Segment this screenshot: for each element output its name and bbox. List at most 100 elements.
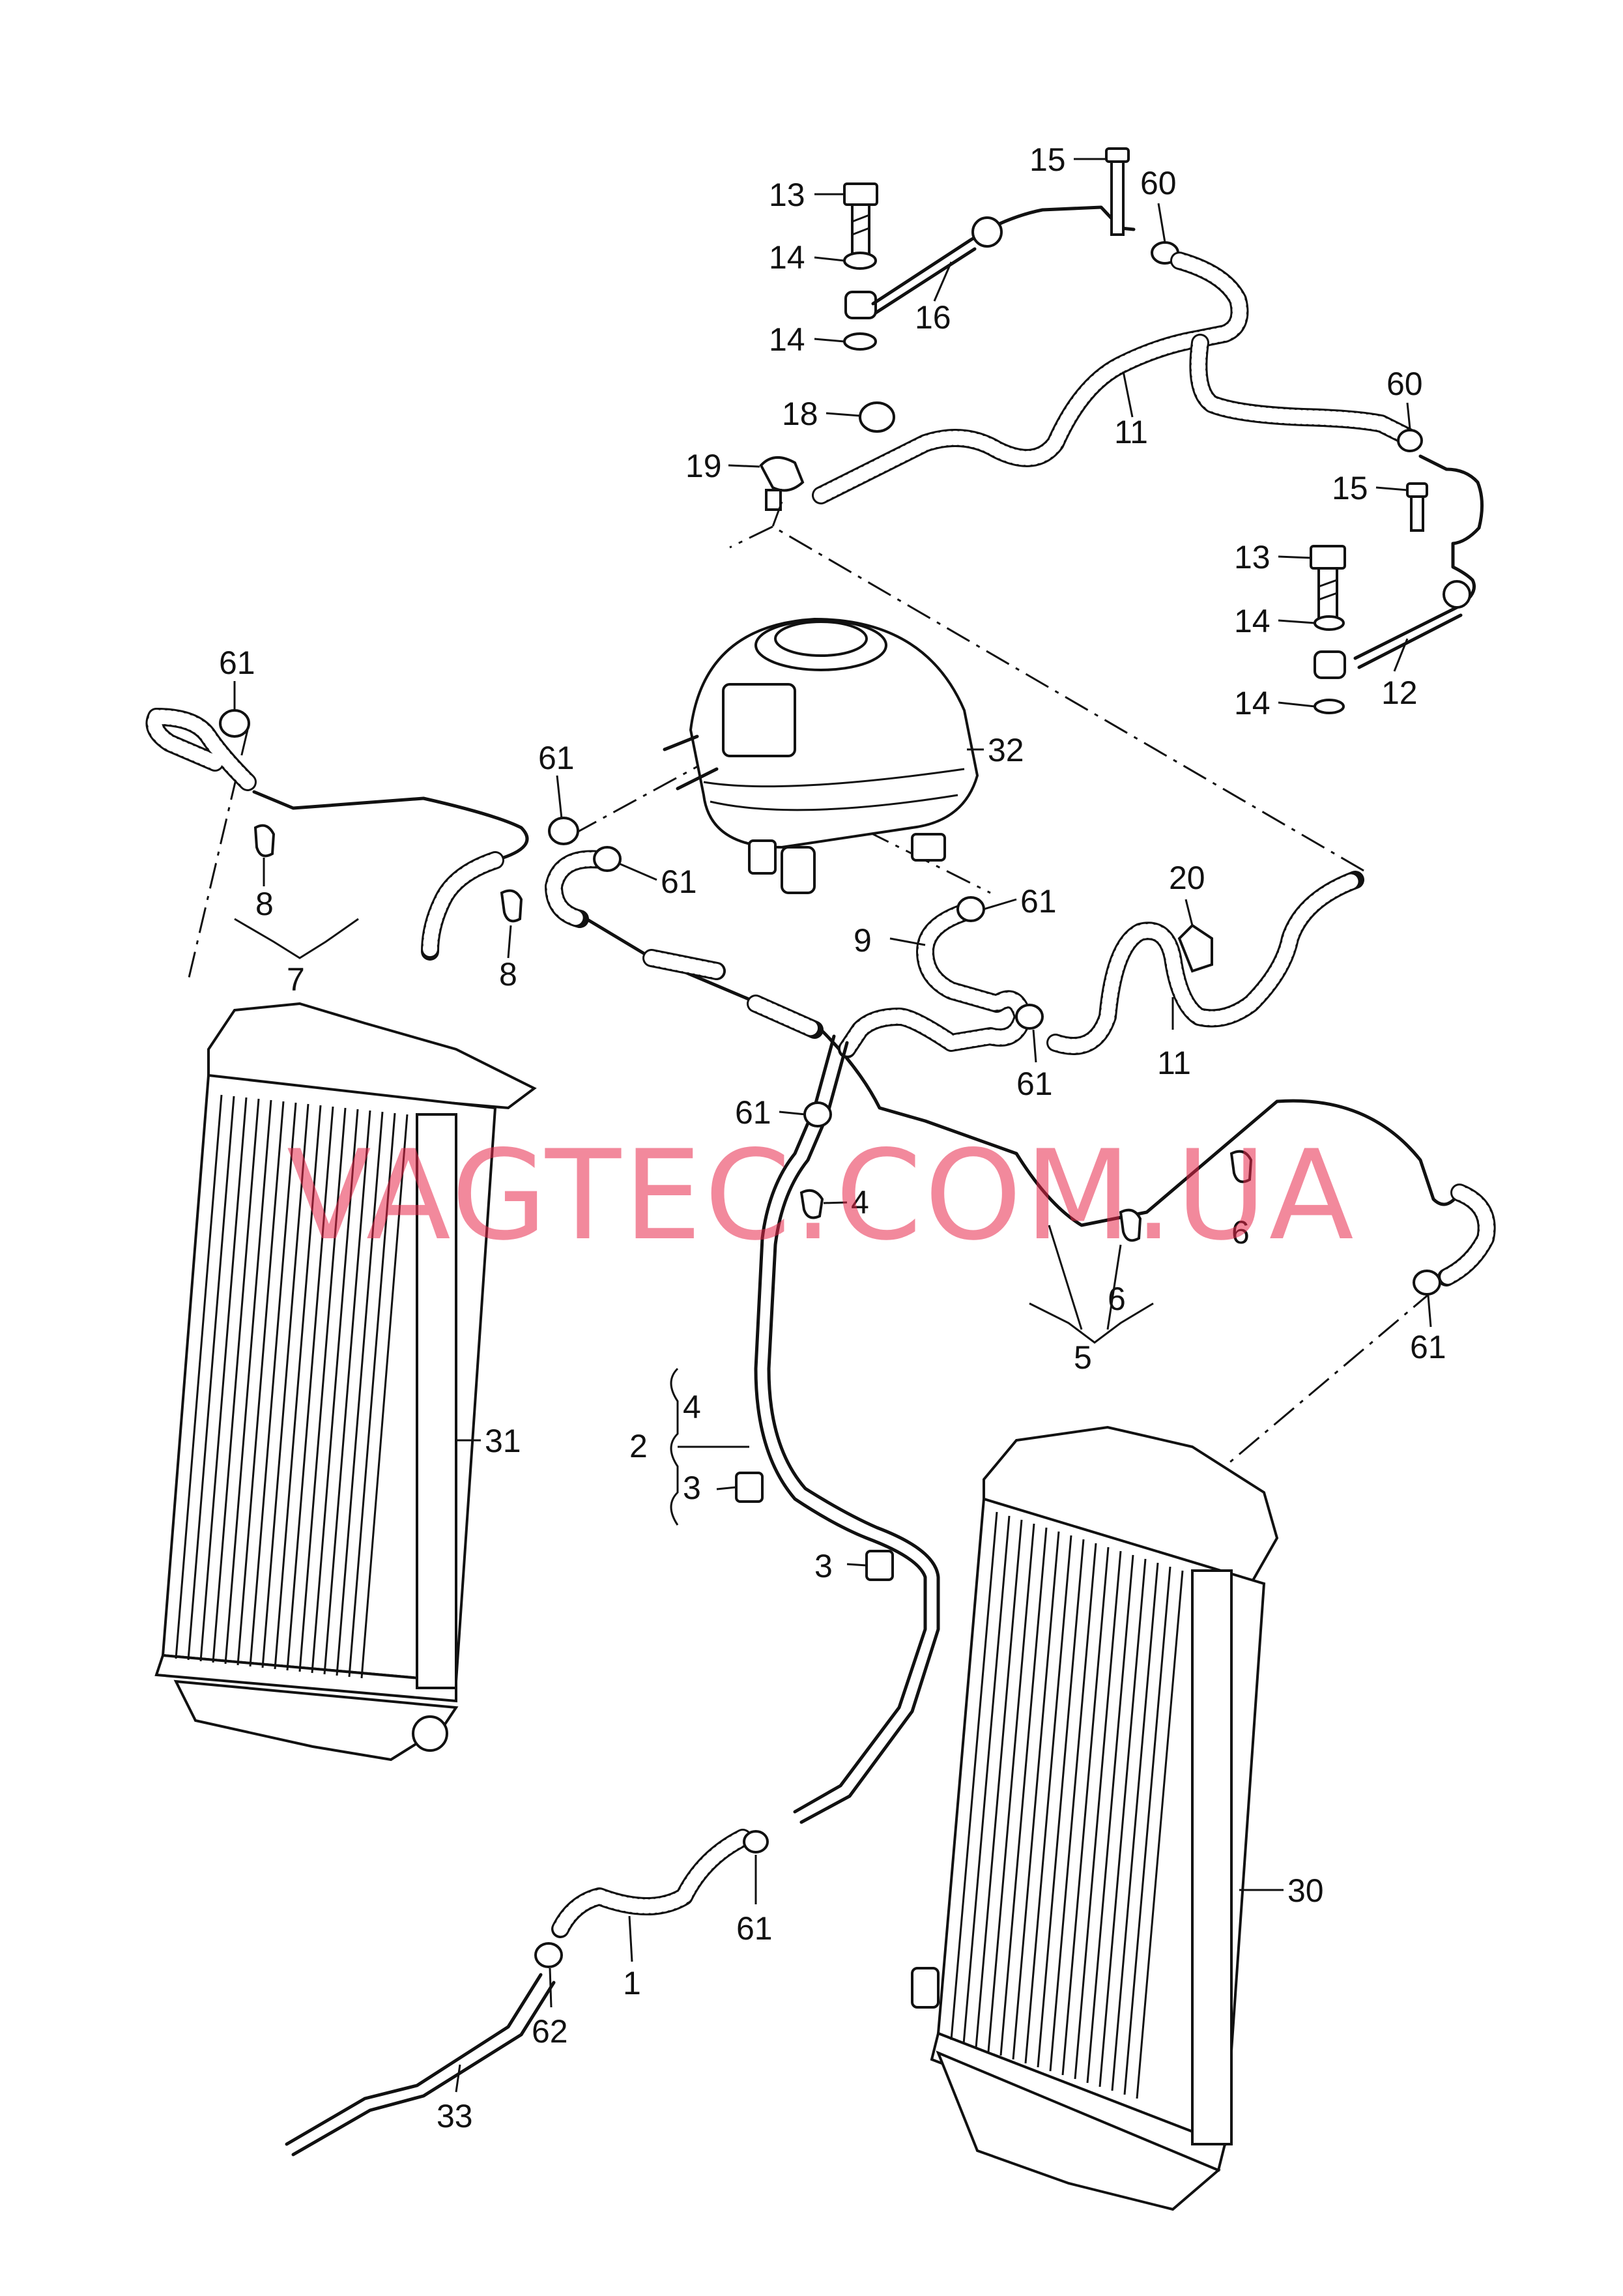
radiator-fin (1074, 1550, 1122, 2080)
clip-3-a (735, 1472, 764, 1503)
bracket-19 (759, 456, 805, 511)
leader-lines (233, 158, 1432, 2093)
label-8-right: 8 (499, 956, 517, 993)
clamp-61-c (593, 846, 622, 872)
bolt-13-top (843, 182, 878, 258)
radiator-fin (1123, 1566, 1171, 2095)
label-62: 62 (532, 2013, 568, 2050)
clamp-61-b (548, 817, 579, 845)
radiator-fin (975, 1519, 1023, 2048)
radiator-fin (1012, 1531, 1060, 2060)
radiator-fin (1037, 1539, 1085, 2068)
label-16: 16 (915, 299, 951, 336)
washer-14-d (1314, 699, 1345, 714)
label-12: 12 (1381, 675, 1418, 711)
bolt-15-right (1406, 482, 1428, 532)
label-61-b: 61 (538, 740, 575, 776)
clip-3-b (865, 1550, 894, 1581)
label-19: 19 (685, 448, 722, 484)
label-61-c: 61 (661, 864, 697, 900)
radiator-31 (154, 1002, 537, 1762)
radiator-fin (336, 1111, 384, 1676)
clip-6-a (1119, 1208, 1142, 1242)
label-13-top: 13 (769, 177, 805, 213)
pipe-33 (285, 1973, 543, 2146)
clip-18 (859, 401, 895, 433)
radiator-fin (987, 1523, 1035, 2052)
hose-11-right (1046, 871, 1364, 1055)
label-61-e: 61 (1016, 1066, 1053, 1102)
label-14-c: 14 (1234, 603, 1271, 639)
radiator-fin (286, 1106, 334, 1671)
bolt-15-top (1105, 147, 1130, 236)
label-18: 18 (782, 396, 818, 432)
label-14-d: 14 (1234, 685, 1271, 721)
radiator-fin (962, 1515, 1011, 2044)
washer-14-c (1314, 615, 1345, 631)
radiator-fin (1061, 1547, 1110, 2076)
label-30: 30 (1287, 1872, 1324, 1909)
clamp-61-f (803, 1101, 832, 1127)
radiator-fin (1086, 1554, 1134, 2084)
clamp-61-e (1015, 1004, 1044, 1030)
label-31: 31 (485, 1423, 521, 1459)
radiator-fin (212, 1098, 260, 1663)
radiator-fin (311, 1109, 359, 1674)
label-32: 32 (988, 732, 1024, 768)
label-33: 33 (437, 2098, 473, 2134)
label-11-right: 11 (1157, 1045, 1191, 1081)
label-6-a: 6 (1231, 1214, 1250, 1251)
clamp-61-h (743, 1830, 769, 1853)
banjo-fitting-top (844, 291, 877, 319)
radiator-fin (1136, 1570, 1184, 2099)
label-60-top: 60 (1140, 165, 1177, 201)
hose-9 (838, 896, 1044, 1058)
bracket-20 (1177, 923, 1213, 973)
pipe-assembly-2 (670, 1034, 940, 1824)
label-61-g: 61 (1410, 1329, 1446, 1365)
clamp-60-right (1397, 429, 1423, 452)
radiator-fin (348, 1112, 396, 1678)
label-61-d: 61 (1020, 883, 1057, 920)
radiator-fin (175, 1094, 223, 1659)
radiator-fin (298, 1107, 347, 1672)
label-8-left: 8 (255, 886, 274, 922)
radiator-fin (224, 1099, 272, 1664)
label-61-h: 61 (736, 1910, 773, 1947)
radiator-fin (237, 1101, 285, 1666)
radiator-fin (199, 1097, 248, 1662)
label-2: 2 (629, 1428, 648, 1464)
label-61-f: 61 (735, 1094, 771, 1131)
label-9: 9 (854, 922, 872, 959)
label-11-top: 11 (1114, 414, 1148, 450)
hose-assembly-7 (145, 708, 579, 961)
radiator-fin (261, 1103, 309, 1668)
radiator-fin (1111, 1562, 1159, 2091)
coolant-expansion-tank-32 (663, 617, 979, 894)
clamp-62 (534, 1942, 563, 1968)
radiator-fin (950, 1511, 998, 2041)
label-3-a: 3 (683, 1470, 701, 1506)
top-pipe-assembly (759, 147, 1484, 714)
clamp-61-d (956, 896, 985, 922)
bolt-13-right (1310, 545, 1346, 622)
label-6-b: 6 (1108, 1281, 1126, 1317)
radiator-30 (911, 1425, 1279, 2211)
label-1: 1 (623, 1965, 641, 2001)
clip-8-right (500, 889, 523, 923)
banjo-fitting-right (1314, 650, 1346, 679)
clip-6-b (1229, 1150, 1253, 1184)
label-4-brace: 4 (683, 1389, 701, 1425)
label-5: 5 (1074, 1339, 1092, 1376)
radiator-fin (360, 1114, 409, 1679)
label-20: 20 (1169, 860, 1205, 896)
pipe-12 (1353, 454, 1484, 660)
clamp-61-g (1413, 1270, 1441, 1296)
label-60-right: 60 (1386, 366, 1423, 402)
radiator-fin (1024, 1535, 1072, 2064)
label-3-b: 3 (814, 1548, 833, 1584)
label-61-a: 61 (219, 645, 255, 681)
radiator-fin (999, 1527, 1048, 2056)
label-15-top: 15 (1029, 141, 1066, 178)
